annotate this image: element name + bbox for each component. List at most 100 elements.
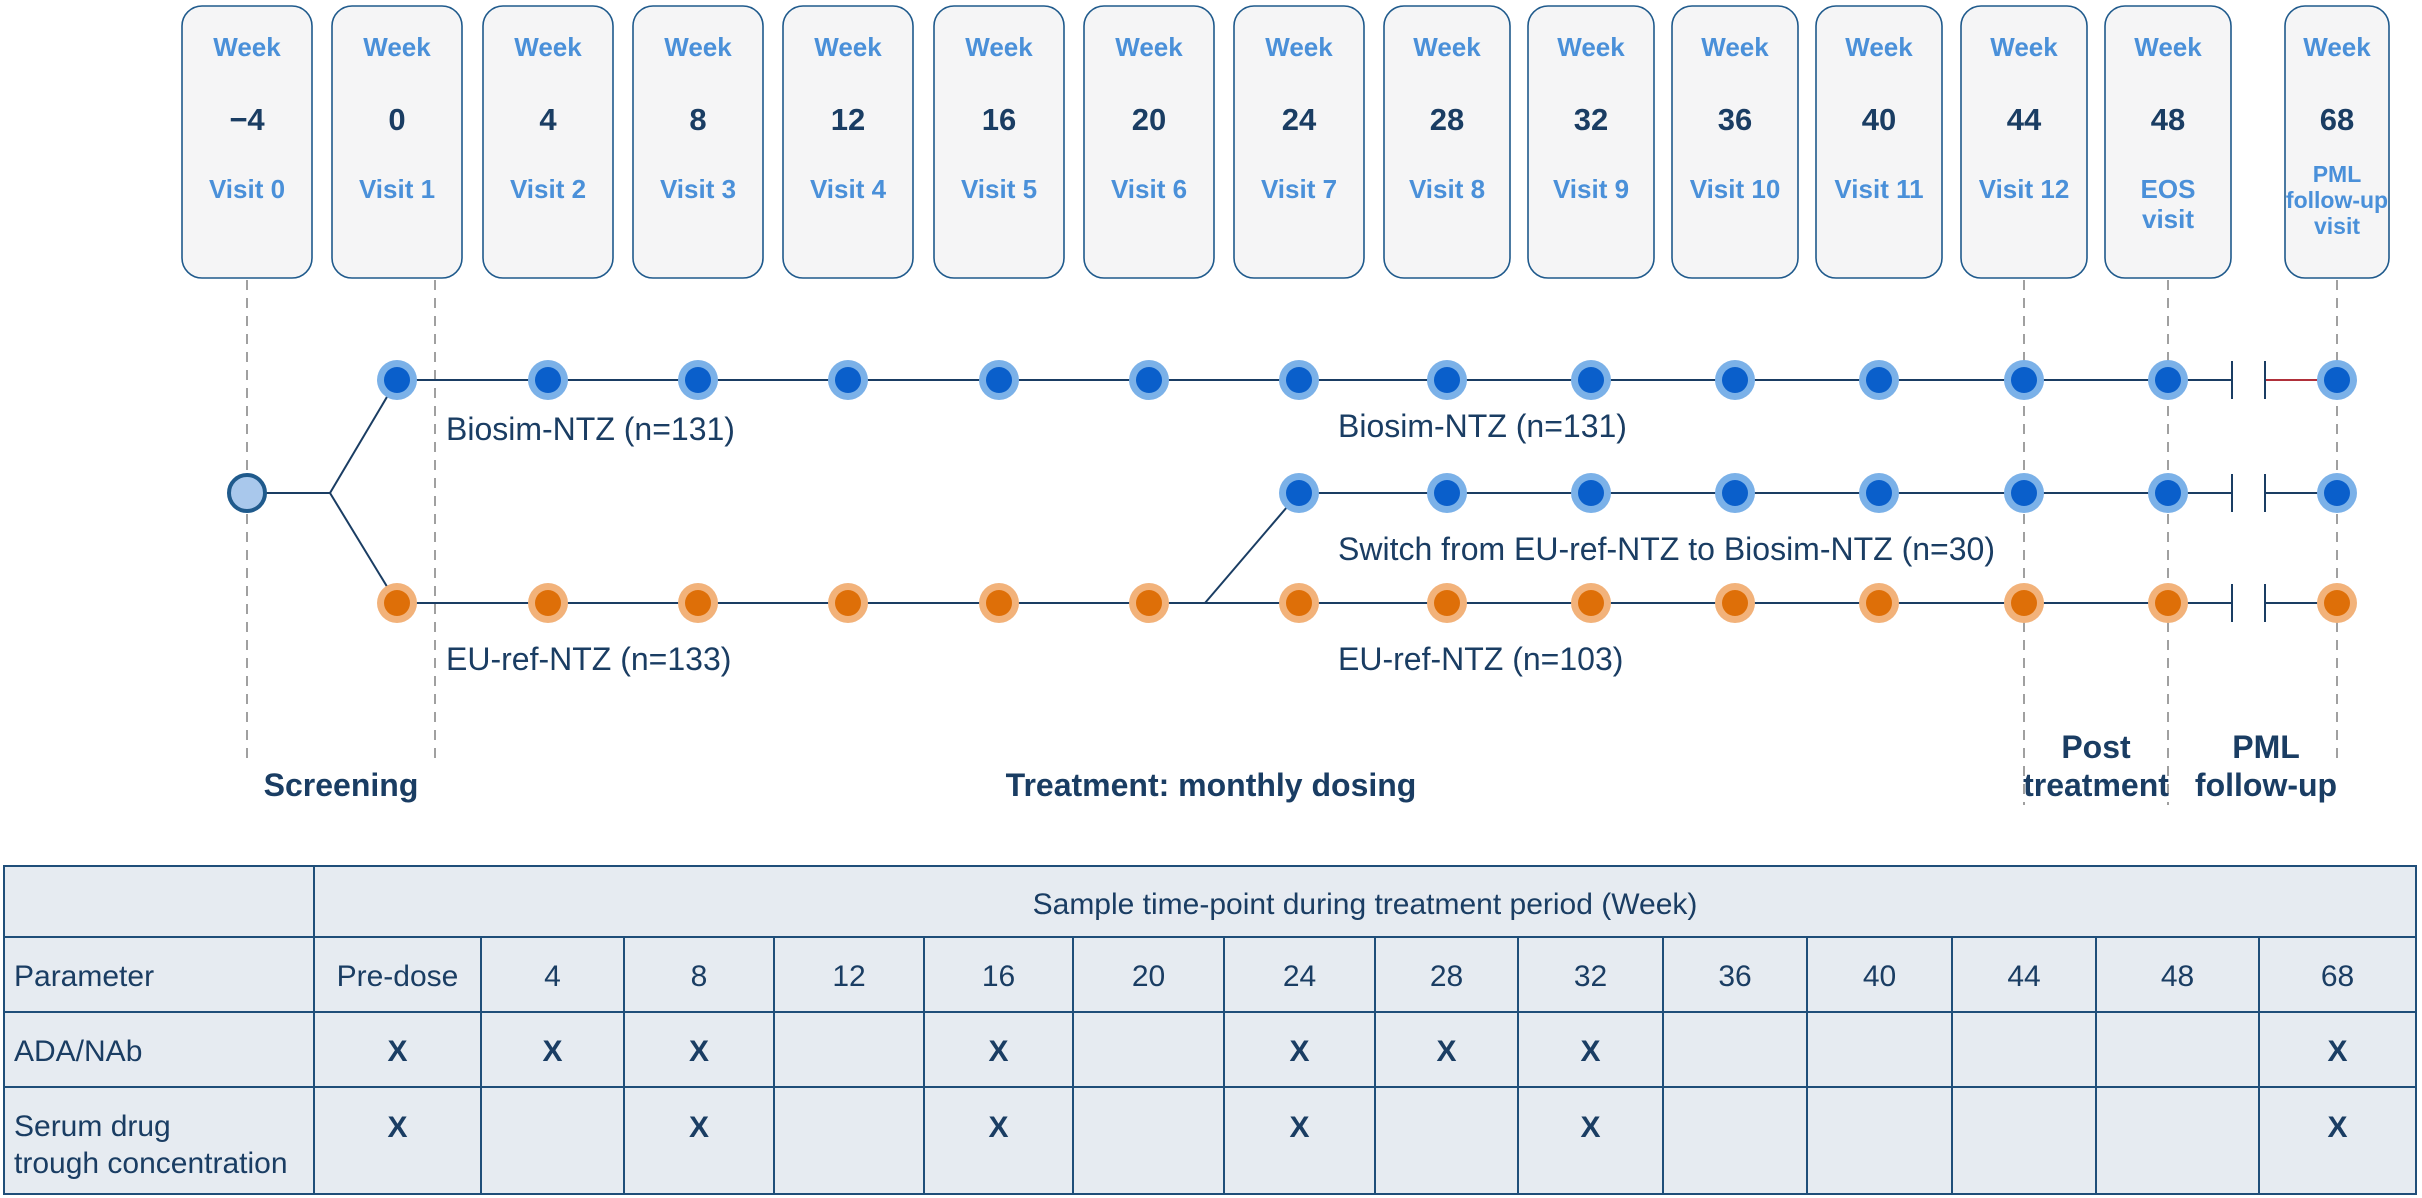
- biosim-dose-dot: [1859, 360, 1899, 400]
- table-header-week: 4: [544, 960, 561, 993]
- phase-treatment: Treatment: monthly dosing: [1006, 767, 1417, 803]
- table-header-week: 16: [982, 960, 1015, 993]
- week-label: Week: [1990, 32, 2058, 62]
- table-header-week: 36: [1718, 960, 1751, 993]
- sample-mark: X: [387, 1111, 407, 1144]
- week-label: Week: [514, 32, 582, 62]
- table-header-week: 24: [1283, 960, 1316, 993]
- screening-dot: [227, 473, 267, 513]
- sample-mark: X: [1436, 1035, 1456, 1068]
- euref-dose-dot: [1571, 583, 1611, 623]
- arm-label-biosim: Biosim-NTZ (n=131): [1338, 408, 1627, 444]
- switch-dose-dot: [2148, 473, 2188, 513]
- visit-label: Visit 7: [1261, 174, 1337, 204]
- table-background: [3, 865, 2417, 1195]
- euref-dose-dot: [1427, 583, 1467, 623]
- table-header-week: 32: [1574, 960, 1607, 993]
- switch-dose-dot: [1427, 473, 1467, 513]
- sampling-table: Sample time-point during treatment perio…: [3, 865, 2417, 1195]
- visit-label: Visit 12: [1979, 174, 2070, 204]
- week-number: 4: [539, 102, 557, 137]
- week-label: Week: [213, 32, 281, 62]
- biosim-dose-dot: [1279, 360, 1319, 400]
- visit-label: Visit 10: [1690, 174, 1781, 204]
- week-number: 44: [2007, 102, 2042, 137]
- biosim-dose-dot: [678, 360, 718, 400]
- week-number: −4: [229, 102, 265, 137]
- table-header-week: 48: [2161, 960, 2194, 993]
- table-header-week: 8: [691, 960, 708, 993]
- biosim-dose-dot: [1571, 360, 1611, 400]
- week-label: Week: [2303, 32, 2371, 62]
- arm-label-euref: EU-ref-NTZ (n=103): [1338, 641, 1623, 677]
- table-header-parameter: Parameter: [14, 960, 154, 993]
- biosim-dose-dot: [2148, 360, 2188, 400]
- visit-label: Visit 4: [810, 174, 887, 204]
- branch-biosim: [329, 379, 398, 494]
- sample-mark: X: [1580, 1035, 1600, 1068]
- week-number: 36: [1718, 102, 1752, 137]
- table-header-week: 44: [2007, 960, 2040, 993]
- euref-dose-dot: [828, 583, 868, 623]
- sample-mark: X: [1580, 1111, 1600, 1144]
- table-title: Sample time-point during treatment perio…: [1033, 888, 1698, 921]
- switch-dose-dot: [1279, 473, 1319, 513]
- biosim-dose-dot: [979, 360, 1019, 400]
- week-label: Week: [1845, 32, 1913, 62]
- visit-label: Visit 6: [1111, 174, 1187, 204]
- week-label: Week: [1557, 32, 1625, 62]
- sample-mark: X: [387, 1035, 407, 1068]
- week-number: 24: [1282, 102, 1317, 137]
- table-header-week: 12: [832, 960, 865, 993]
- table-header-week: 20: [1132, 960, 1165, 993]
- sample-mark: X: [988, 1111, 1008, 1144]
- visit-label: Visit 3: [660, 174, 736, 204]
- week-label: Week: [2134, 32, 2202, 62]
- week-label: Week: [1413, 32, 1481, 62]
- biosim-dose-dot: [828, 360, 868, 400]
- week-number: 8: [689, 102, 706, 137]
- visit-label: Visit 2: [510, 174, 586, 204]
- sample-mark: X: [1289, 1035, 1309, 1068]
- switch-branch: [1204, 492, 1300, 604]
- euref-dose-dot: [1859, 583, 1899, 623]
- week-label: Week: [363, 32, 431, 62]
- week-label: Week: [1115, 32, 1183, 62]
- euref-dose-dot: [1279, 583, 1319, 623]
- switch-dose-dot: [2317, 473, 2357, 513]
- week-number: 0: [388, 102, 405, 137]
- euref-dose-dot: [979, 583, 1019, 623]
- switch-dose-dot: [2004, 473, 2044, 513]
- visit-label: Visit 11: [1834, 174, 1923, 204]
- table-header-week: 68: [2321, 960, 2354, 993]
- biosim-dose-dot: [2004, 360, 2044, 400]
- arm-label-biosim: Biosim-NTZ (n=131): [446, 411, 735, 447]
- biosim-dose-dot: [377, 360, 417, 400]
- table-header-week: 28: [1430, 960, 1463, 993]
- arm-label-euref: EU-ref-NTZ (n=133): [446, 641, 731, 677]
- week-label: Week: [965, 32, 1033, 62]
- phase-screening: Screening: [264, 767, 419, 803]
- sample-mark: X: [689, 1035, 709, 1068]
- euref-dose-dot: [2317, 583, 2357, 623]
- week-number: 40: [1862, 102, 1896, 137]
- week-number: 48: [2151, 102, 2185, 137]
- week-number: 12: [831, 102, 865, 137]
- week-number: 16: [982, 102, 1016, 137]
- euref-dose-dot: [377, 583, 417, 623]
